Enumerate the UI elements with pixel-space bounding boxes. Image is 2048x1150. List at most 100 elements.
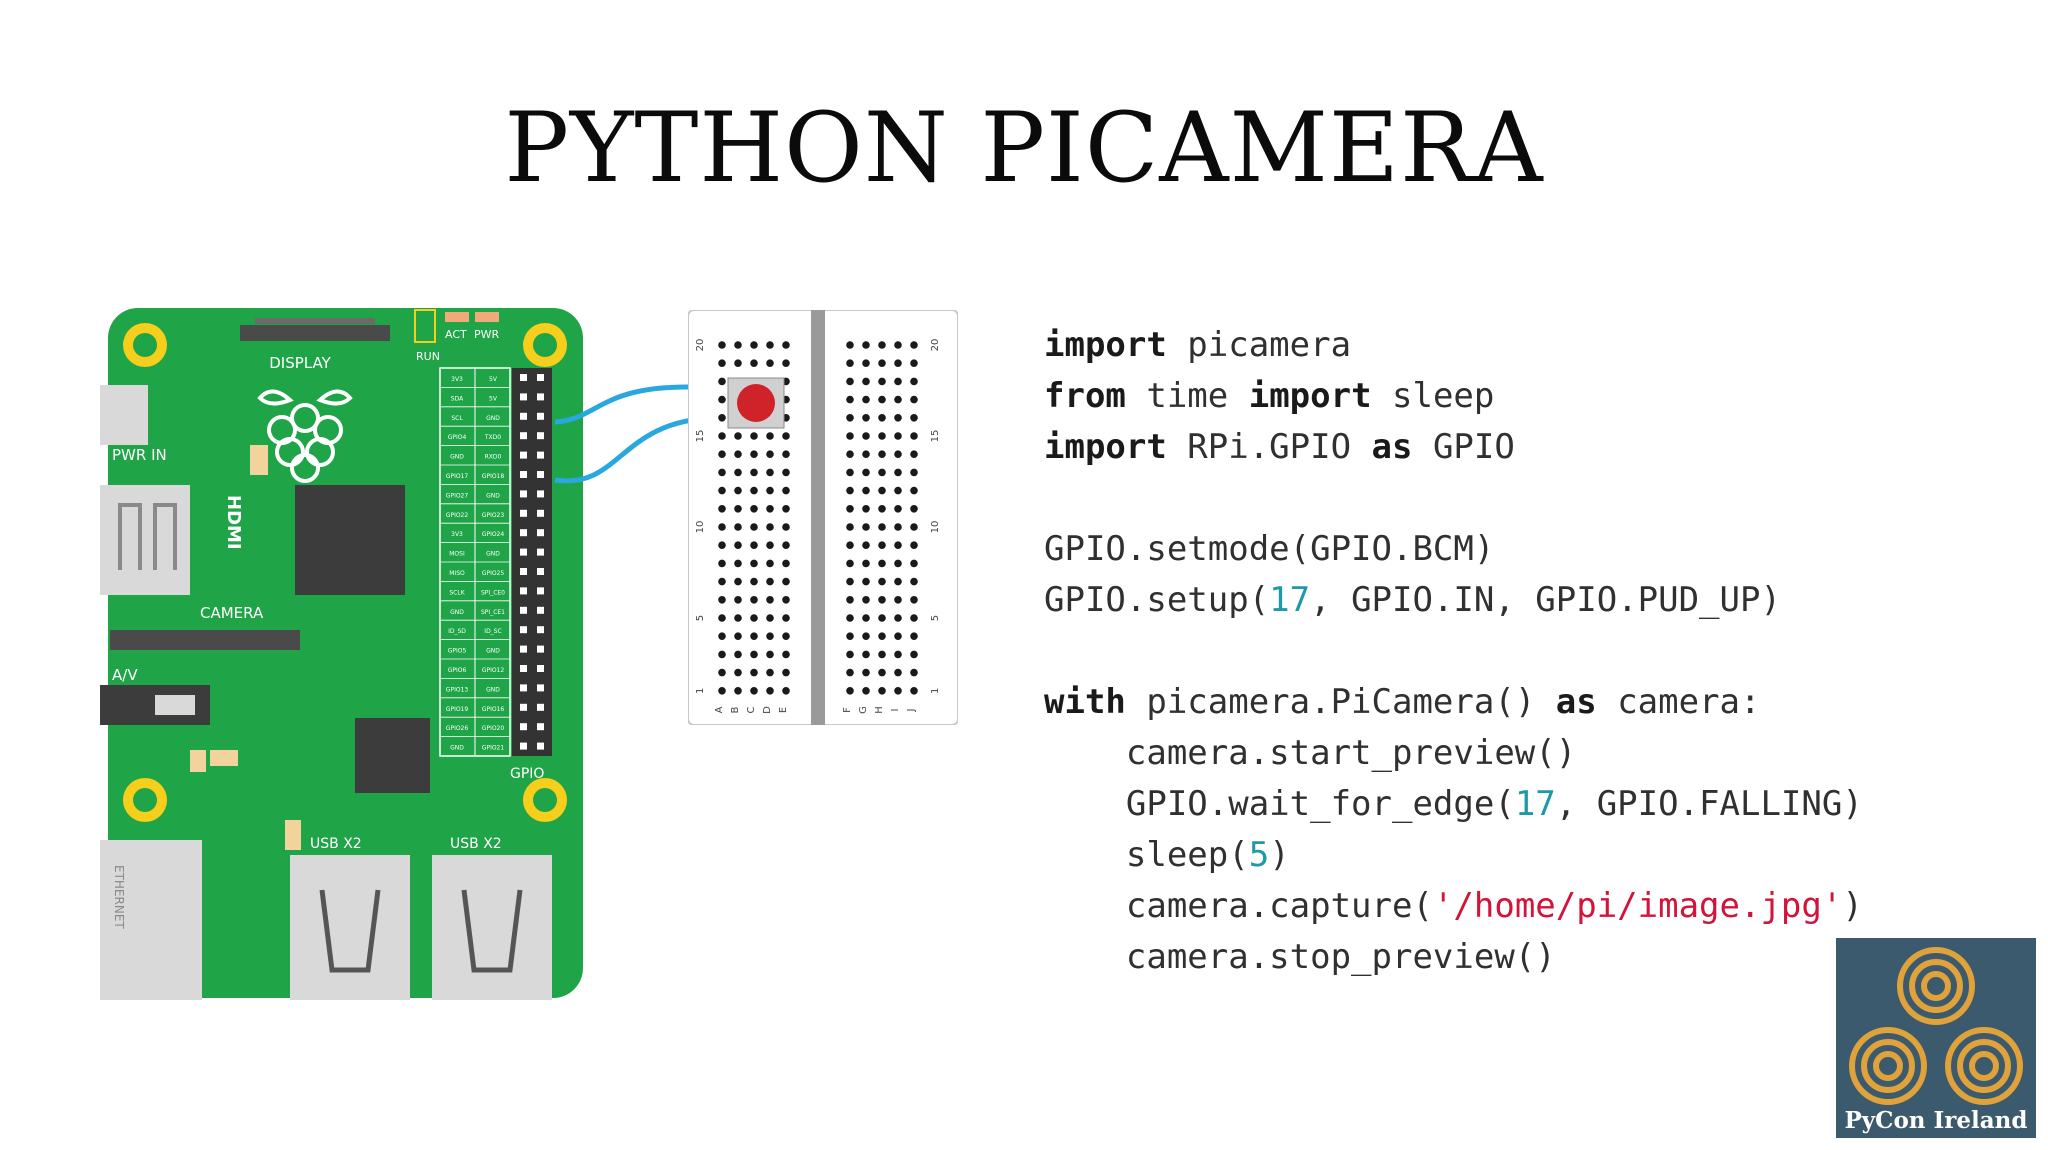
gpio-pin-label: GPIO22 bbox=[446, 512, 469, 519]
gpio-pin bbox=[537, 471, 544, 478]
breadboard-hole bbox=[718, 614, 726, 622]
breadboard-hole bbox=[750, 486, 758, 495]
gpio-pin-label: SPI_CE0 bbox=[481, 589, 505, 596]
run-header bbox=[414, 309, 436, 343]
usb-label-1: USB X2 bbox=[310, 836, 362, 852]
breadboard-hole bbox=[718, 650, 726, 659]
gpio-pin bbox=[537, 684, 544, 692]
breadboard-hole bbox=[734, 486, 742, 495]
gpio-pin bbox=[537, 509, 544, 517]
breadboard-hole bbox=[894, 505, 902, 513]
gpio-pin bbox=[537, 703, 544, 711]
breadboard-hole bbox=[878, 668, 886, 677]
gpio-pin bbox=[520, 742, 527, 750]
gpio-pin-label: ID_SC bbox=[484, 628, 501, 635]
slide-title: PYTHON PICAMERA bbox=[504, 92, 1544, 204]
breadboard-hole bbox=[766, 596, 774, 604]
raspberry-logo-icon bbox=[257, 389, 353, 483]
breadboard-row-number: 20 bbox=[930, 339, 941, 352]
breadboard-hole bbox=[734, 632, 742, 640]
run-label: RUN bbox=[416, 350, 440, 363]
gpio-pin bbox=[520, 471, 527, 478]
breadboard-hole bbox=[750, 505, 758, 513]
code-line: GPIO.setup(17, GPIO.IN, GPIO.PUD_UP) bbox=[1044, 580, 1781, 620]
breadboard-channel bbox=[811, 310, 825, 725]
breadboard-hole bbox=[846, 632, 854, 640]
av-label: A/V bbox=[112, 666, 138, 684]
power-jack bbox=[100, 385, 148, 445]
breadboard-hole bbox=[846, 505, 854, 513]
breadboard-hole bbox=[862, 687, 870, 695]
gpio-pin-label: GPIO20 bbox=[482, 725, 505, 732]
breadboard-column-letter: C bbox=[746, 706, 757, 713]
breadboard-hole bbox=[846, 523, 854, 531]
gpio-pin-label: GPIO26 bbox=[446, 725, 469, 732]
breadboard-hole bbox=[894, 523, 902, 531]
breadboard-hole bbox=[782, 687, 790, 695]
gpio-pin bbox=[537, 665, 544, 672]
gpio-pin-label: GND bbox=[486, 686, 500, 693]
code-line: GPIO.setmode(GPIO.BCM) bbox=[1044, 529, 1495, 569]
breadboard-hole bbox=[862, 432, 870, 440]
breadboard-hole bbox=[718, 505, 726, 513]
breadboard-hole bbox=[878, 687, 886, 695]
push-button-icon bbox=[727, 377, 785, 429]
usb-controller-chip bbox=[355, 718, 430, 793]
gpio-pin bbox=[537, 723, 544, 731]
breadboard-hole bbox=[718, 432, 726, 440]
gpio-pin bbox=[520, 374, 527, 381]
breadboard-hole bbox=[782, 559, 790, 568]
breadboard-hole bbox=[766, 687, 774, 695]
logo-text: PyCon Ireland bbox=[1844, 1107, 2028, 1134]
act-led bbox=[445, 312, 469, 322]
gpio-pin-label: 5V bbox=[489, 395, 498, 402]
breadboard-hole bbox=[862, 577, 870, 586]
breadboard-hole bbox=[718, 341, 726, 349]
breadboard-hole bbox=[862, 596, 870, 604]
breadboard-hole bbox=[750, 596, 758, 604]
gpio-pin-label: SPI_CE1 bbox=[481, 609, 505, 616]
breadboard-hole bbox=[750, 650, 758, 659]
breadboard-hole bbox=[846, 650, 854, 659]
gpio-pin bbox=[520, 587, 527, 595]
breadboard-hole bbox=[846, 450, 854, 458]
breadboard-column-letter: I bbox=[890, 709, 901, 712]
wire-gpio17 bbox=[554, 384, 716, 425]
gpio-pin-label: SCL bbox=[451, 415, 463, 422]
breadboard-hole bbox=[766, 668, 774, 677]
raspberry-pi-board: DISPLAY RUN ACT PWR PWR IN HDMI CA bbox=[100, 308, 583, 1000]
breadboard-hole bbox=[878, 432, 886, 440]
breadboard-hole bbox=[718, 541, 726, 549]
triskele-icon bbox=[1849, 947, 2023, 1105]
breadboard-hole bbox=[846, 614, 854, 622]
code-block: import picamera from time import sleep i… bbox=[1044, 320, 1863, 983]
breadboard-hole bbox=[734, 359, 742, 367]
breadboard-hole bbox=[750, 432, 758, 440]
breadboard-hole bbox=[910, 450, 918, 458]
breadboard-hole bbox=[750, 559, 758, 568]
breadboard-hole bbox=[734, 541, 742, 549]
gpio-pin bbox=[537, 742, 544, 750]
breadboard-hole bbox=[878, 559, 886, 568]
breadboard-hole bbox=[718, 414, 726, 422]
breadboard-hole bbox=[862, 559, 870, 568]
breadboard-hole bbox=[718, 359, 726, 367]
breadboard-hole bbox=[846, 395, 854, 404]
breadboard-hole bbox=[766, 559, 774, 568]
breadboard-hole bbox=[718, 596, 726, 604]
breadboard-hole bbox=[894, 650, 902, 659]
gpio-pin bbox=[537, 529, 544, 537]
breadboard-hole bbox=[718, 632, 726, 640]
usb-port-2 bbox=[432, 855, 552, 1000]
breadboard-hole bbox=[846, 687, 854, 695]
gpio-pin-label: RXD0 bbox=[485, 454, 502, 461]
gpio-pin bbox=[520, 568, 527, 575]
breadboard-row-number: 1 bbox=[695, 688, 706, 694]
breadboard-hole bbox=[862, 450, 870, 458]
breadboard-hole bbox=[782, 632, 790, 640]
breadboard-hole bbox=[846, 414, 854, 422]
breadboard-hole bbox=[846, 432, 854, 440]
gpio-pin bbox=[520, 451, 527, 459]
breadboard-hole bbox=[894, 541, 902, 549]
breadboard-hole bbox=[910, 395, 918, 404]
